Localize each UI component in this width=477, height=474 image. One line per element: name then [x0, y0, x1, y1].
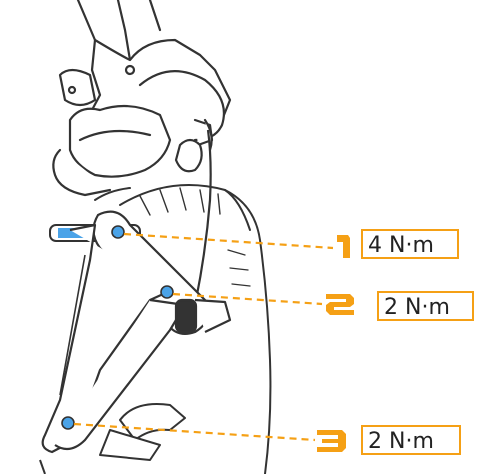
callout-number-2: [326, 294, 354, 315]
upper-mechanism: [53, 0, 230, 195]
callout-number-1: [337, 235, 350, 258]
screw-3-icon: [62, 417, 74, 429]
screw-1-icon: [112, 226, 124, 238]
screw-2-icon: [161, 286, 173, 298]
leader-line-1: [124, 234, 333, 248]
callout-number-3: [317, 430, 346, 452]
torque-value-2: 2 N·m: [377, 291, 474, 321]
callout-numbers: [317, 235, 354, 452]
torque-value-1: 4 N·m: [361, 229, 459, 259]
torque-value-3: 2 N·m: [361, 425, 461, 455]
